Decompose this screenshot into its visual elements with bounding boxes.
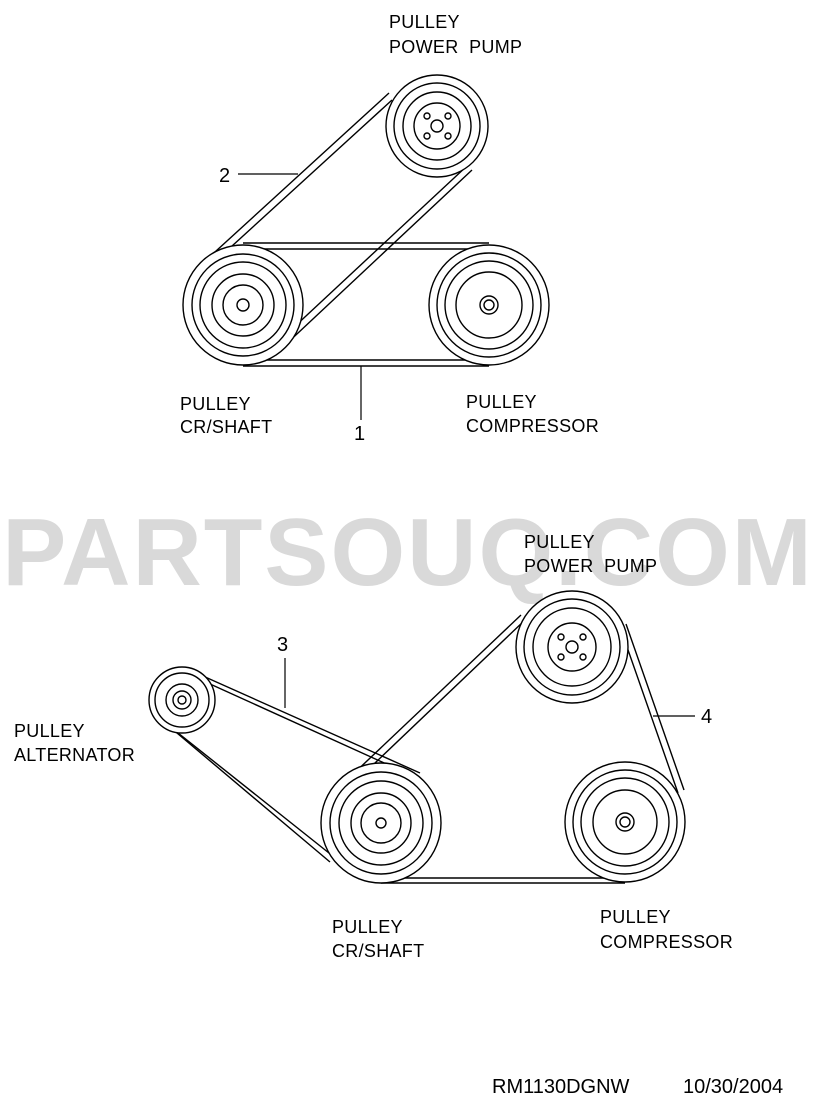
drawing-code: RM1130DGNW [492, 1076, 630, 1098]
bottom-belt-3-number: 3 [277, 634, 288, 656]
top-compressor-label-line2: COMPRESSOR [466, 416, 599, 436]
top-crankshaft-label-line2: CR/SHAFT [180, 417, 272, 437]
bottom-compressor-label-line2: COMPRESSOR [600, 932, 733, 952]
top-compressor-label-line1: PULLEY [466, 392, 537, 412]
top-pump-label-line2: POWER PUMP [389, 37, 522, 57]
drawing-date: 10/30/2004 [683, 1076, 783, 1098]
compressor-pulley [428, 244, 550, 366]
bottom-crankshaft-label-line2: CR/SHAFT [332, 941, 424, 961]
bottom-crankshaft-label-line1: PULLEY [332, 917, 403, 937]
watermark: PARTSOUQ.COM [2, 499, 814, 606]
top-belt-layout: PULLEY POWER PUMP 2 PULLEY CR/SHAFT 1 PU… [180, 12, 599, 445]
belt-2 [203, 92, 473, 349]
crankshaft-pulley [182, 244, 304, 366]
top-crankshaft-label-line1: PULLEY [180, 394, 251, 414]
top-belt-1-number: 1 [354, 423, 365, 445]
power-pump-pulley [385, 74, 489, 178]
alternator-label-line2: ALTERNATOR [14, 745, 135, 765]
belt-3 [157, 667, 421, 863]
bottom-compressor-label-line1: PULLEY [600, 907, 671, 927]
alternator-pulley [148, 666, 216, 734]
bottom-belt-layout: PULLEY POWER PUMP 3 4 PULLEY ALTERNATOR … [14, 532, 733, 961]
belt-1 [243, 242, 489, 367]
compressor-pulley-2 [564, 761, 686, 883]
belt-4 [348, 614, 685, 884]
top-belt-2-number: 2 [219, 165, 230, 187]
power-pump-pulley-2 [515, 590, 629, 704]
bottom-pump-label-line2: POWER PUMP [524, 556, 657, 576]
crankshaft-pulley-2 [320, 762, 442, 884]
alternator-label-line1: PULLEY [14, 721, 85, 741]
bottom-pump-label-line1: PULLEY [524, 532, 595, 552]
bottom-belt-4-number: 4 [701, 706, 712, 728]
top-pump-label-line1: PULLEY [389, 12, 460, 32]
